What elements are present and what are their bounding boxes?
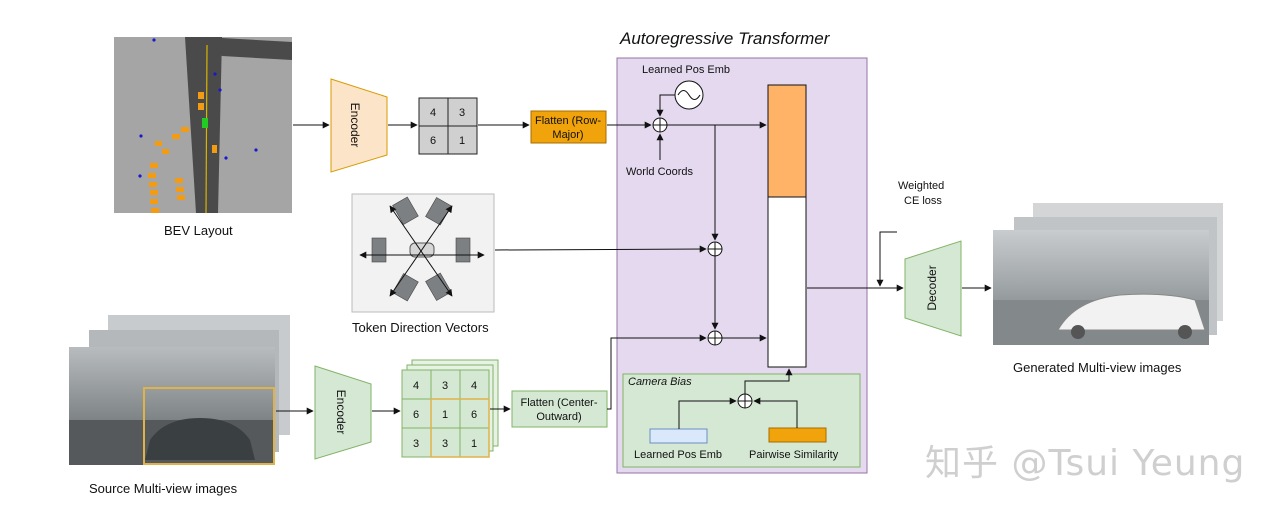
transformer-title: Autoregressive Transformer [620,29,830,48]
encoder-top [330,78,388,173]
flatten-top-line2: Major) [552,129,583,141]
pairwise-similarity-label: Pairwise Similarity [749,449,839,461]
top-grid-cell: 1 [459,135,465,147]
flatten-top-box [530,110,607,144]
bottom-grid-cell: 3 [442,438,448,450]
bev-layout-label: BEV Layout [164,223,233,238]
source-images-label: Source Multi-view images [89,481,238,496]
bottom-grid-cell: 4 [471,380,477,392]
adder-icon [737,393,753,409]
source-multiview-images [69,315,290,465]
top-token-grid: 4 3 6 1 [418,97,478,155]
bottom-token-grid: 4 3 4 6 1 6 3 3 1 [401,359,499,458]
watermark: 知乎 @Tsui Yeung [925,443,1246,484]
bottom-grid-cell: 3 [442,380,448,392]
bias-pos-emb-label: Learned Pos Emb [634,449,723,461]
loss-label-line2: CE loss [904,195,942,207]
bias-pos-emb-box [649,428,708,444]
generated-images-label: Generated Multi-view images [1013,360,1182,375]
encoder-top-label: Encoder [348,103,362,148]
decoder-label: Decoder [925,265,939,310]
flatten-bottom-line2: Outward) [536,411,581,423]
top-grid-cell: 6 [430,135,436,147]
bottom-grid-cell: 4 [413,380,419,392]
adder-icon [707,330,723,346]
world-coords-label: World Coords [626,166,694,178]
generated-multiview-images [993,203,1223,345]
pairwise-similarity-box [768,427,827,443]
learned-pos-emb-label: Learned Pos Emb [642,64,731,76]
bottom-grid-cell: 6 [471,409,477,421]
token-direction-image [351,193,495,313]
bev-layout-image [114,37,292,214]
top-grid-cell: 4 [430,107,436,119]
camera-bias-label: Camera Bias [628,376,692,388]
decoder [904,240,962,337]
flatten-bottom-line1: Flatten (Center- [520,397,597,409]
adder-icon [652,117,668,133]
encoder-bottom [314,365,372,460]
loss-label-line1: Weighted [898,180,945,192]
encoder-bottom-label: Encoder [334,390,348,435]
token-direction-label: Token Direction Vectors [352,320,489,335]
top-grid-cell: 3 [459,107,465,119]
bottom-grid-cell: 6 [413,409,419,421]
bottom-grid-cell: 3 [413,438,419,450]
adder-icon [707,241,723,257]
flatten-top-line1: Flatten (Row- [535,115,601,127]
flatten-bottom-box [511,390,608,428]
bottom-grid-cell: 1 [471,438,477,450]
token-column-filled [767,84,807,198]
camera-bias-region [622,373,861,468]
bottom-grid-cell: 1 [442,409,448,421]
